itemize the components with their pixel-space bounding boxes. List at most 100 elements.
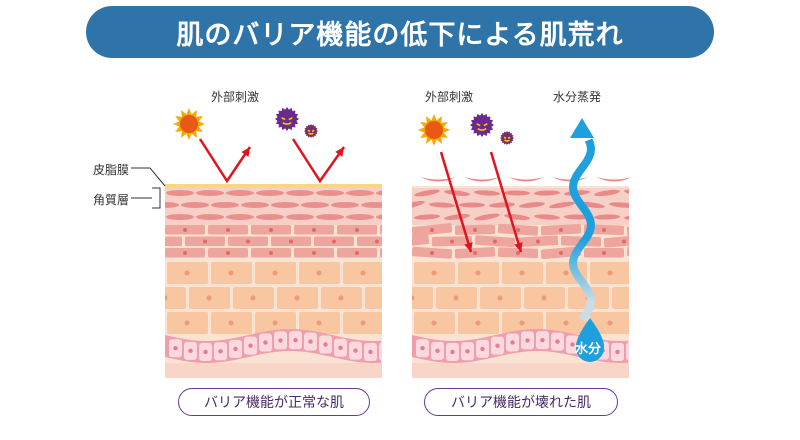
cell-nucleus [269,251,273,255]
cell-nucleus [536,239,540,244]
cell-nucleus [431,270,437,276]
water-drop-icon [575,318,605,362]
cell-nucleus [622,239,626,244]
cell-nucleus [615,349,620,355]
keratin-cell [271,202,299,208]
spinous-cell [412,234,430,248]
cell-nucleus [184,320,190,326]
cell-nucleus [383,296,388,301]
sebum-label: 皮脂膜 [93,163,130,177]
external-stimuli-label-left: 外部刺激 [211,90,260,104]
cell-nucleus [495,343,500,348]
virus-face [503,136,511,142]
penetrating-arrow [489,151,523,253]
keratin-cell [384,210,410,224]
cell-nucleus [652,321,657,326]
penetrating-arrow-head [464,242,473,252]
cell-nucleus [165,295,168,301]
cell-nucleus [250,295,256,301]
cell-nucleus [475,320,481,326]
cell-nucleus [450,349,455,355]
basal-cell [379,342,382,361]
cell-nucleus [388,321,393,326]
cell-nucleus [160,240,164,244]
reflected-arrow-head [335,147,344,157]
cell-nucleus [607,320,613,326]
cell-nucleus [338,295,344,301]
cell-nucleus [563,320,569,326]
cell-nucleus [497,295,503,301]
keratin-cell [504,190,530,196]
virus-face [476,123,488,131]
page-title: 肌のバリア機能の低下による肌荒れ [86,6,714,58]
cell-nucleus [525,338,530,343]
keratin-cell [414,214,440,220]
cell-nucleus [233,346,238,352]
prickle-cell [123,262,164,284]
cell-nucleus [480,346,485,352]
cell-nucleus [630,349,634,353]
cell-nucleus [312,251,316,255]
cell-nucleus [493,239,497,244]
normal-layers [122,186,410,378]
cell-nucleus [453,295,459,301]
cell-nucleus [355,228,359,232]
virus-body [304,124,318,138]
keratin-cell [609,202,629,208]
caption-normal-skin: バリア機能が正常な肌 [178,388,370,416]
cell-nucleus [541,295,547,301]
prickle-cell [123,312,164,334]
cell-nucleus [360,270,366,276]
prickle-cell [365,287,382,309]
water-evaporation-path [569,138,595,323]
keratin-cell [286,214,314,220]
cell-nucleus [338,345,343,350]
keratin-cell [459,202,485,208]
cell-nucleus [473,251,477,255]
cell-nucleus [206,295,212,301]
cell-nucleus [405,321,410,326]
cell-nucleus [674,296,679,301]
keratin-cell [136,214,164,220]
keratin-cell [534,190,560,196]
keratin-cell [414,189,440,197]
cell-nucleus [435,348,440,354]
cell-nucleus [375,239,379,244]
cell-nucleus [645,228,649,232]
peeling-keratin [552,177,588,182]
keratin-cell [256,190,284,196]
cell-nucleus [430,251,434,255]
virus-icon [275,107,299,131]
keratin-cell [301,202,329,208]
damaged-layers [384,186,679,378]
keratin-cell [211,202,239,208]
keratin-cell [474,190,500,196]
keratin-cell [361,202,382,208]
keratin-cell [316,214,344,220]
keratin-cell [241,202,269,208]
cell-nucleus [360,320,366,326]
keratin-cell [594,214,620,220]
sun-icon [173,108,205,140]
keratin-cell [444,190,470,196]
spinous-cell [122,248,162,258]
spinous-cell [380,225,382,235]
cell-nucleus [368,349,373,355]
cell-nucleus [226,251,230,255]
cell-nucleus [652,271,657,276]
cell-nucleus [570,342,575,347]
spinous-cell [626,223,629,237]
cell-nucleus [388,271,393,276]
prickle-cell [634,262,675,284]
moisture-label: 水分 [575,342,602,357]
prickle-cell [634,312,675,334]
cell-nucleus [412,295,415,301]
cell-nucleus [316,270,322,276]
damaged-panel [384,177,679,378]
cell-nucleus [555,339,560,344]
reflected-arrow-head [241,147,250,157]
cell-nucleus [510,340,515,345]
cell-nucleus [602,251,606,255]
cell-nucleus [563,270,569,276]
